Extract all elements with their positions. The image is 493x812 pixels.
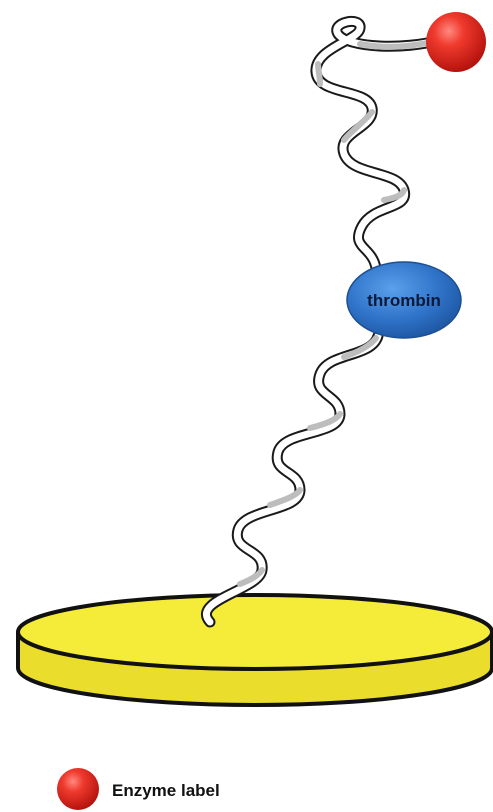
legend-enzyme-label: Enzyme label <box>112 781 220 800</box>
aptamer-strand-upper-back <box>316 21 440 268</box>
legend: Enzyme label <box>57 768 220 810</box>
aptamer-strand-lower-front <box>206 336 378 622</box>
legend-enzyme-icon <box>57 768 99 810</box>
thrombin-label: thrombin <box>367 291 441 310</box>
enzyme-label-sphere <box>426 12 486 72</box>
aptamer-strand-upper-front <box>316 21 440 268</box>
gold-surface-top <box>18 595 492 669</box>
gold-surface <box>18 595 492 705</box>
thrombin-protein: thrombin <box>347 262 461 338</box>
